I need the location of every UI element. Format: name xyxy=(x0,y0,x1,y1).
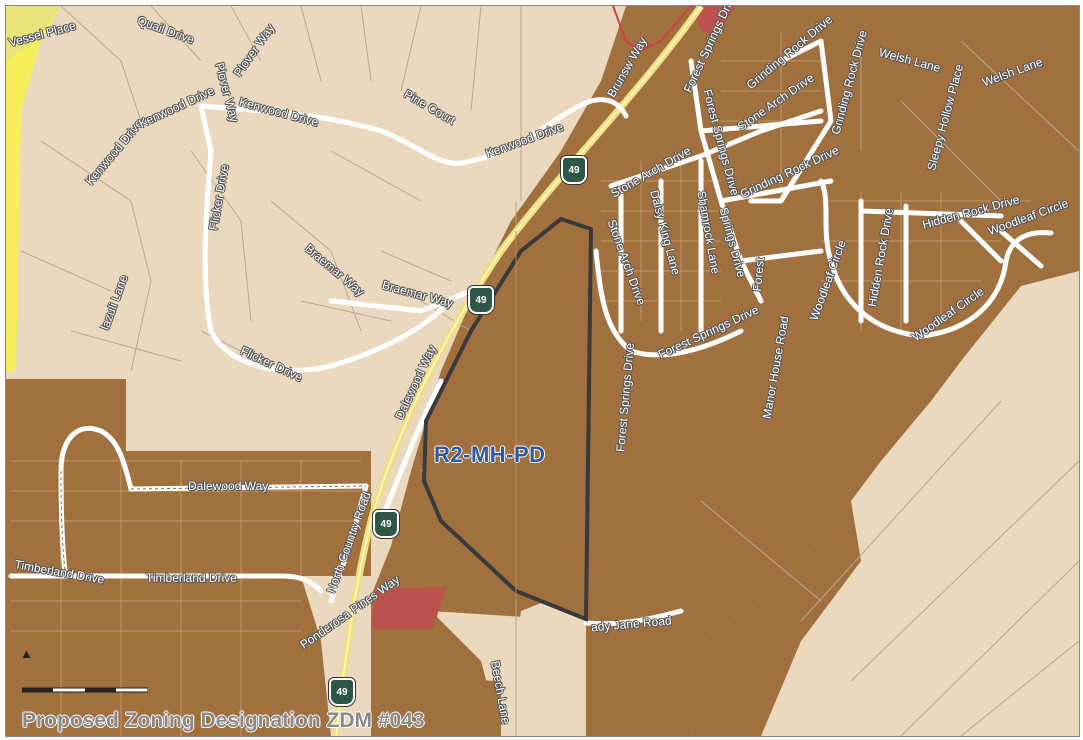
local-roads xyxy=(8,38,1054,627)
highway-49-shield-2: 49 xyxy=(468,286,494,314)
zoned-area-west xyxy=(6,379,371,736)
highway-49-shield-1: 49 xyxy=(561,156,587,184)
parcel-brown-lady-jane xyxy=(586,621,701,736)
road-label-timberland-drive-2: Timberland Drive xyxy=(146,571,237,585)
parcel-brown-bottom xyxy=(341,676,501,736)
parcel-light-south-center xyxy=(431,611,586,736)
highway-49-shield-4: 49 xyxy=(329,678,355,706)
road-label-dalewood-way-2: Dalewood Way xyxy=(188,479,269,493)
north-arrow-icon: ▲ xyxy=(20,646,33,661)
highway-ramp-red xyxy=(612,6,692,53)
map-title: Proposed Zoning Designation ZDM #043 xyxy=(22,709,425,732)
scale-bar xyxy=(22,687,148,693)
map-canvas[interactable] xyxy=(6,6,1079,736)
yellow-zone-area xyxy=(6,6,61,371)
parcel-brown-south xyxy=(691,501,861,736)
zone-designation-label: R2-MH-PD xyxy=(434,442,546,467)
highway-49-centerline xyxy=(335,6,702,736)
commercial-parcel-north xyxy=(691,6,736,36)
parcel-light-southeast xyxy=(761,281,1079,736)
highway-49-shield-3: 49 xyxy=(373,510,399,538)
commercial-parcel xyxy=(371,587,446,629)
map-frame: Vessel Place Quail Drive Plover Way Plov… xyxy=(5,5,1080,737)
proposed-zoning-parcel[interactable] xyxy=(421,216,594,622)
yellow-zone-top xyxy=(6,6,61,61)
